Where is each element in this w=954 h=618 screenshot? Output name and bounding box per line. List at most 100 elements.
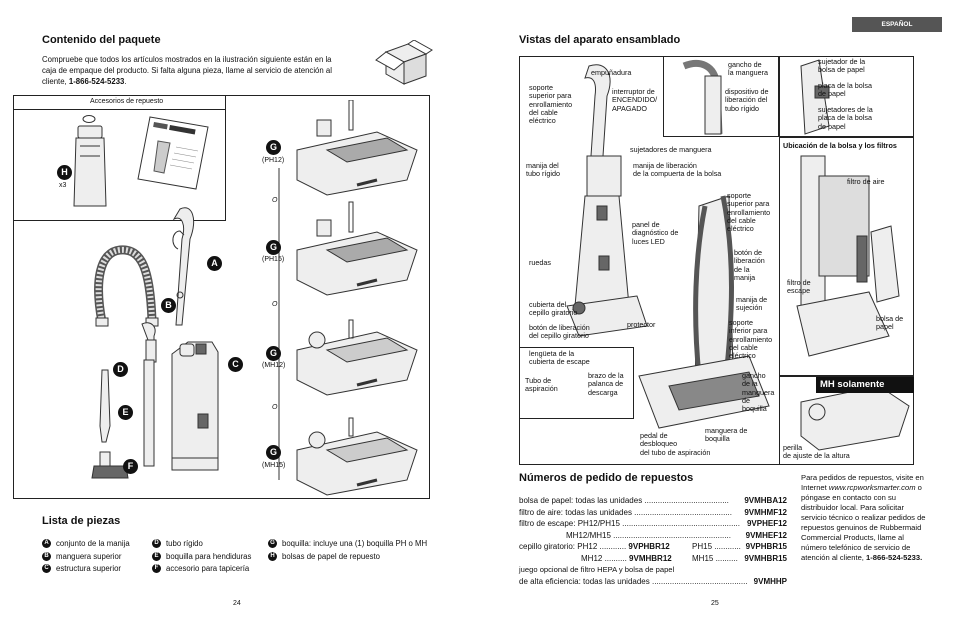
part-badge: G: [268, 539, 277, 549]
part-badge: D: [152, 539, 161, 549]
part-badge: B: [42, 551, 51, 561]
g-model-2: (PH15): [262, 256, 285, 263]
order-row: MH12/MH15 ..............................…: [519, 530, 787, 542]
page-number-left: 24: [233, 600, 241, 607]
bag-quantity: x3: [59, 182, 67, 189]
part-label: conjunto de la manija: [56, 539, 130, 548]
manual-illustration: [137, 116, 209, 190]
hose-hook-inset: [663, 56, 779, 137]
brush-model-b: PH15 ............: [692, 542, 741, 551]
mh-only-banner: MH solamente: [816, 377, 914, 393]
brush-code-a: 9VPHBR12: [628, 542, 670, 551]
badge-G-1: G: [266, 140, 281, 155]
rigid-tube-illustration: [141, 322, 157, 467]
order-code: 9VPHEF12: [746, 519, 787, 528]
label-tube-release: dispositivo de liberación del tubo rígid…: [725, 87, 769, 113]
intro-phone: 1-866-524-5233: [68, 76, 125, 86]
label-nozzle-hose: manguera de boquilla: [705, 426, 748, 444]
hepa-row-1: juego opcional de filtro HEPA y bolsa de…: [519, 565, 675, 574]
badge-F: F: [123, 459, 138, 474]
label-exhaust-filter: filtro de escape: [787, 278, 811, 296]
part-label: boquilla para hendiduras: [166, 551, 252, 561]
badge-D: D: [113, 362, 128, 377]
label-air-filter: filtro de aire: [847, 177, 885, 186]
bag-filter-location-box: [779, 137, 914, 376]
nozzle-column: [267, 100, 429, 500]
badge-G-4: G: [266, 445, 281, 460]
brush-label: cepillo giratorio:: [519, 542, 576, 551]
brush-row-1: cepillo giratorio: PH12 ............ 9VP…: [519, 541, 787, 553]
label-nozzle-hose-hook: gancho de la manguera de boquilla: [742, 371, 775, 414]
replacement-bag-illustration: [73, 115, 107, 207]
bag-filter-title: Ubicación de la bolsa y los filtros: [783, 141, 897, 150]
note-phone: 1-866-524-5233.: [866, 553, 923, 563]
part-label: tubo rígido: [166, 539, 203, 548]
brush-code-b: 9VMHBR15: [744, 553, 787, 563]
intro-body: Compruebe que todos los artículos mostra…: [42, 55, 332, 86]
handle-assembly-illustration: [172, 207, 195, 326]
hepa-label: de alta eficiencia: todas las unidades .…: [519, 576, 748, 586]
note-text: Para pedidos de repuestos, visite en Int…: [801, 473, 924, 493]
label-upper-cord-support: soporte superior para enrollamiento del …: [529, 83, 573, 126]
label-brush-cover: cubierta del cepillo giratorio: [529, 300, 578, 318]
order-row: bolsa de papel: todas las unidades .....…: [519, 495, 787, 507]
label-hose-hook: gancho de la manguera: [728, 60, 768, 78]
bag-plate-inset: [779, 56, 914, 137]
parts-list-title: Lista de piezas: [42, 515, 121, 527]
order-row: filtro de escape: PH12/PH15 ............…: [519, 518, 787, 530]
part-label: accesorio para tapicería: [166, 564, 250, 573]
g-model-1: (PH12): [262, 157, 285, 164]
part-badge: F: [152, 564, 161, 574]
crevice-tool-illustration: [99, 369, 111, 443]
label-hose-clips: sujetadores de manguera: [630, 145, 712, 154]
brush-model-a: PH12 ............: [577, 542, 627, 551]
badge-C: C: [228, 357, 243, 372]
order-code: 9VMHMF12: [744, 507, 787, 517]
label-power-switch: interruptor de ENCENDIDO/ APAGADO: [612, 87, 658, 113]
label-grip: empuñadura: [591, 68, 632, 77]
upholstery-tool-illustration: [91, 451, 129, 479]
intro-text: Compruebe que todos los artículos mostra…: [42, 55, 342, 87]
intro-end: .: [124, 76, 127, 86]
part-label: bolsas de papel de repuesto: [282, 551, 380, 561]
label-upper-cord-support-2: soporte superior para enrollamiento del …: [727, 191, 771, 234]
right-title: Vistas del aparato ensamblado: [519, 34, 681, 46]
label-plate-holders: sujetadores de la placa de la bolsa de p…: [818, 105, 873, 131]
part-label: boquilla: incluye una (1) boquilla PH o …: [282, 539, 428, 548]
or-1: O: [272, 197, 278, 206]
label-discharge-lever: brazo de la palanca de descarga: [588, 371, 624, 397]
order-label: filtro de aire: todas las unidades .....…: [519, 507, 732, 517]
order-code: 9VMHEF12: [745, 530, 787, 540]
label-protector: protector: [627, 320, 656, 329]
order-label: filtro de escape: PH12/PH15 ............…: [519, 519, 740, 528]
badge-B: B: [161, 298, 176, 313]
label-bag-plate: placa de la bolsa de papel: [818, 81, 872, 99]
brush-model-a: MH12 ..........: [581, 553, 627, 563]
label-paper-bag: bolsa de papel: [876, 314, 904, 332]
label-bag-holder: sujetador de la bolsa de papel: [818, 57, 866, 75]
order-label: MH12/MH15 ..............................…: [566, 530, 731, 540]
order-row: filtro de aire: todas las unidades .....…: [519, 507, 787, 519]
badge-H: H: [57, 165, 72, 180]
brush-model-b: MH15 ..........: [692, 553, 738, 563]
hepa-code: 9VMHHP: [753, 576, 787, 586]
part-label: estructura superior: [56, 564, 122, 573]
label-door-release: manija de liberación de la compuerta de …: [633, 161, 722, 179]
part-badge: A: [42, 539, 51, 549]
upper-body-illustration: [171, 341, 219, 471]
part-badge: H: [268, 551, 277, 561]
note-url[interactable]: www.rcpworksmarter.com: [828, 483, 916, 493]
badge-A: A: [207, 256, 222, 271]
label-tube-handle: manija del tubo rígido: [526, 161, 560, 179]
label-led-panel: panel de diagnóstico de luces LED: [632, 220, 679, 246]
orders-list: bolsa de papel: todas las unidades .....…: [519, 495, 787, 587]
